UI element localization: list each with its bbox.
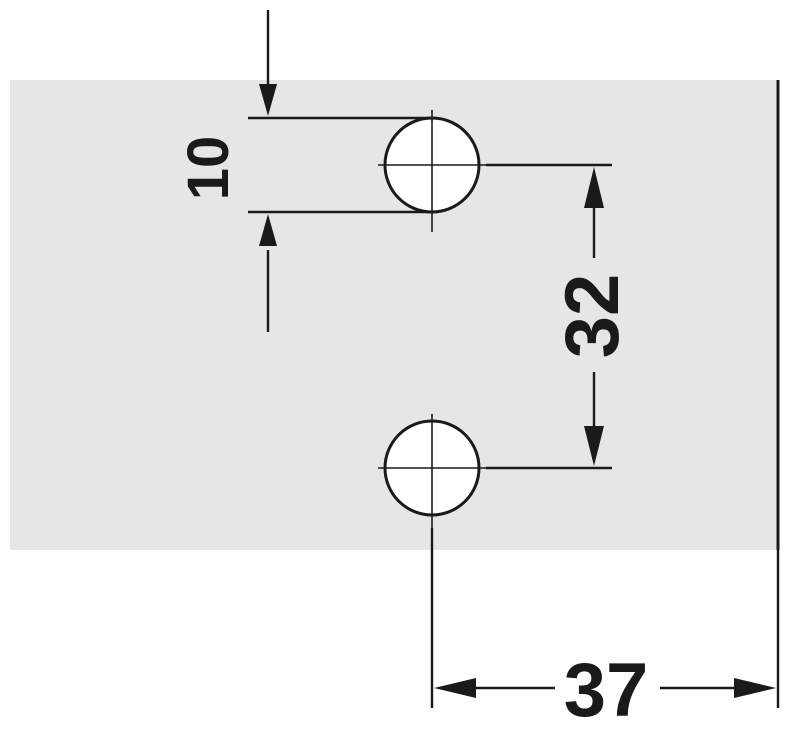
lower-screw-hole xyxy=(378,414,486,540)
edge-distance-label: 37 xyxy=(564,648,649,730)
edge-distance-dimension xyxy=(430,528,780,708)
hole-diameter-label: 10 xyxy=(176,136,241,201)
hole-spacing-dimension xyxy=(486,163,612,470)
hole-spacing-label: 32 xyxy=(550,274,635,359)
hole-diameter-dimension xyxy=(248,10,432,332)
